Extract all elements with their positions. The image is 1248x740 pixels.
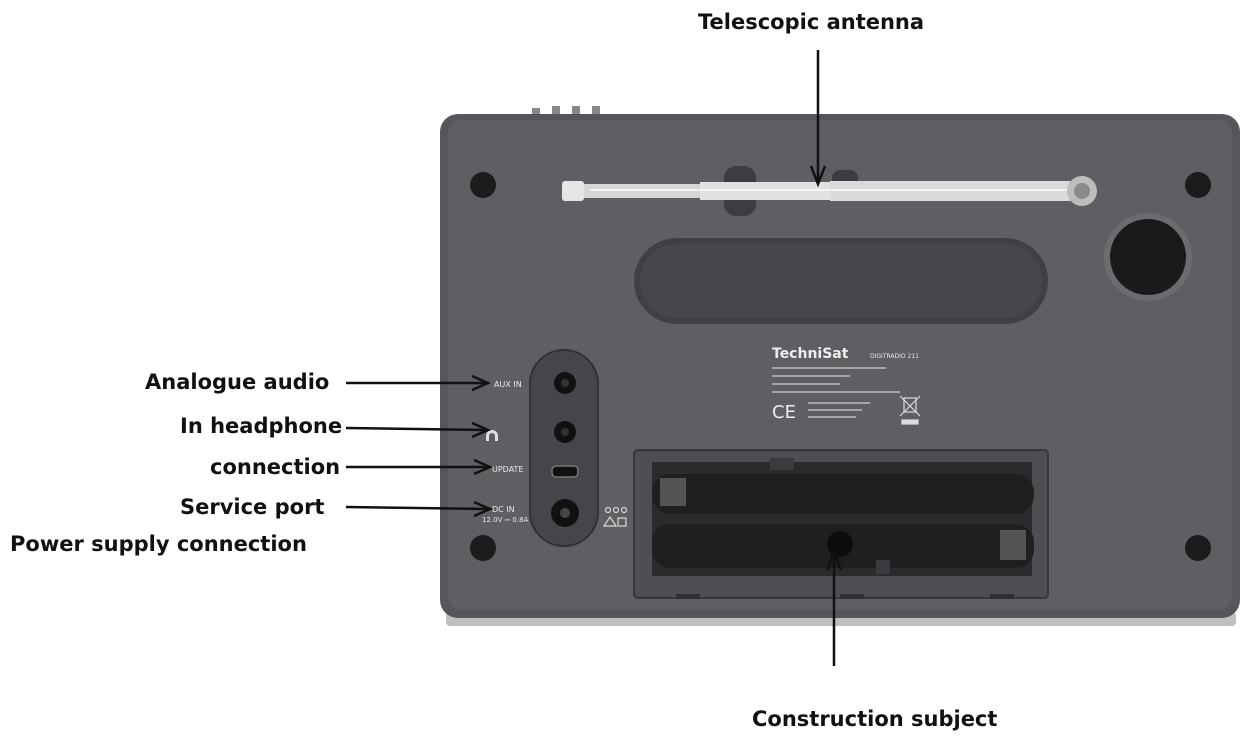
callout-in-headphone: In headphone xyxy=(180,414,343,438)
callout-analogue-audio: Analogue audio xyxy=(145,370,330,394)
dc-in-label: DC IN xyxy=(492,505,515,514)
bass-port-hole xyxy=(1110,219,1186,295)
headphone-icon xyxy=(486,430,498,441)
screw-hole-icon xyxy=(470,535,496,561)
callout-power-supply: Power supply connection xyxy=(10,532,307,556)
callout-construction-subject: Construction subject xyxy=(752,707,998,731)
battery-compartment xyxy=(633,449,1049,599)
callout-connection: connection xyxy=(210,455,341,479)
callout-arrows xyxy=(345,50,843,666)
update-label: UPDATE xyxy=(492,465,524,474)
polarity-symbol-icon xyxy=(602,506,628,527)
telescopic-antenna xyxy=(562,176,1097,206)
screw-hole-icon xyxy=(470,172,496,198)
top-buttons xyxy=(532,106,600,116)
ce-mark: CE xyxy=(772,402,796,423)
aux-in-label: AUX IN xyxy=(494,380,522,389)
callout-telescopic-antenna: Telescopic antenna xyxy=(698,10,925,34)
screw-hole-icon xyxy=(1185,172,1211,198)
weee-bin-icon xyxy=(899,395,921,425)
screw-hole-icon xyxy=(1185,535,1211,561)
brand-logo: TechniSat xyxy=(772,346,849,362)
callout-service-port: Service port xyxy=(180,495,325,519)
handle-recess-inner xyxy=(640,244,1042,318)
usb-port-icon xyxy=(551,465,579,478)
port-panel xyxy=(529,349,599,547)
rating-text-lines xyxy=(772,367,900,418)
dc-spec-label: 12.0V ⎓ 0.8A xyxy=(482,516,529,524)
model-label: DIGITRADIO 211 xyxy=(870,353,919,360)
